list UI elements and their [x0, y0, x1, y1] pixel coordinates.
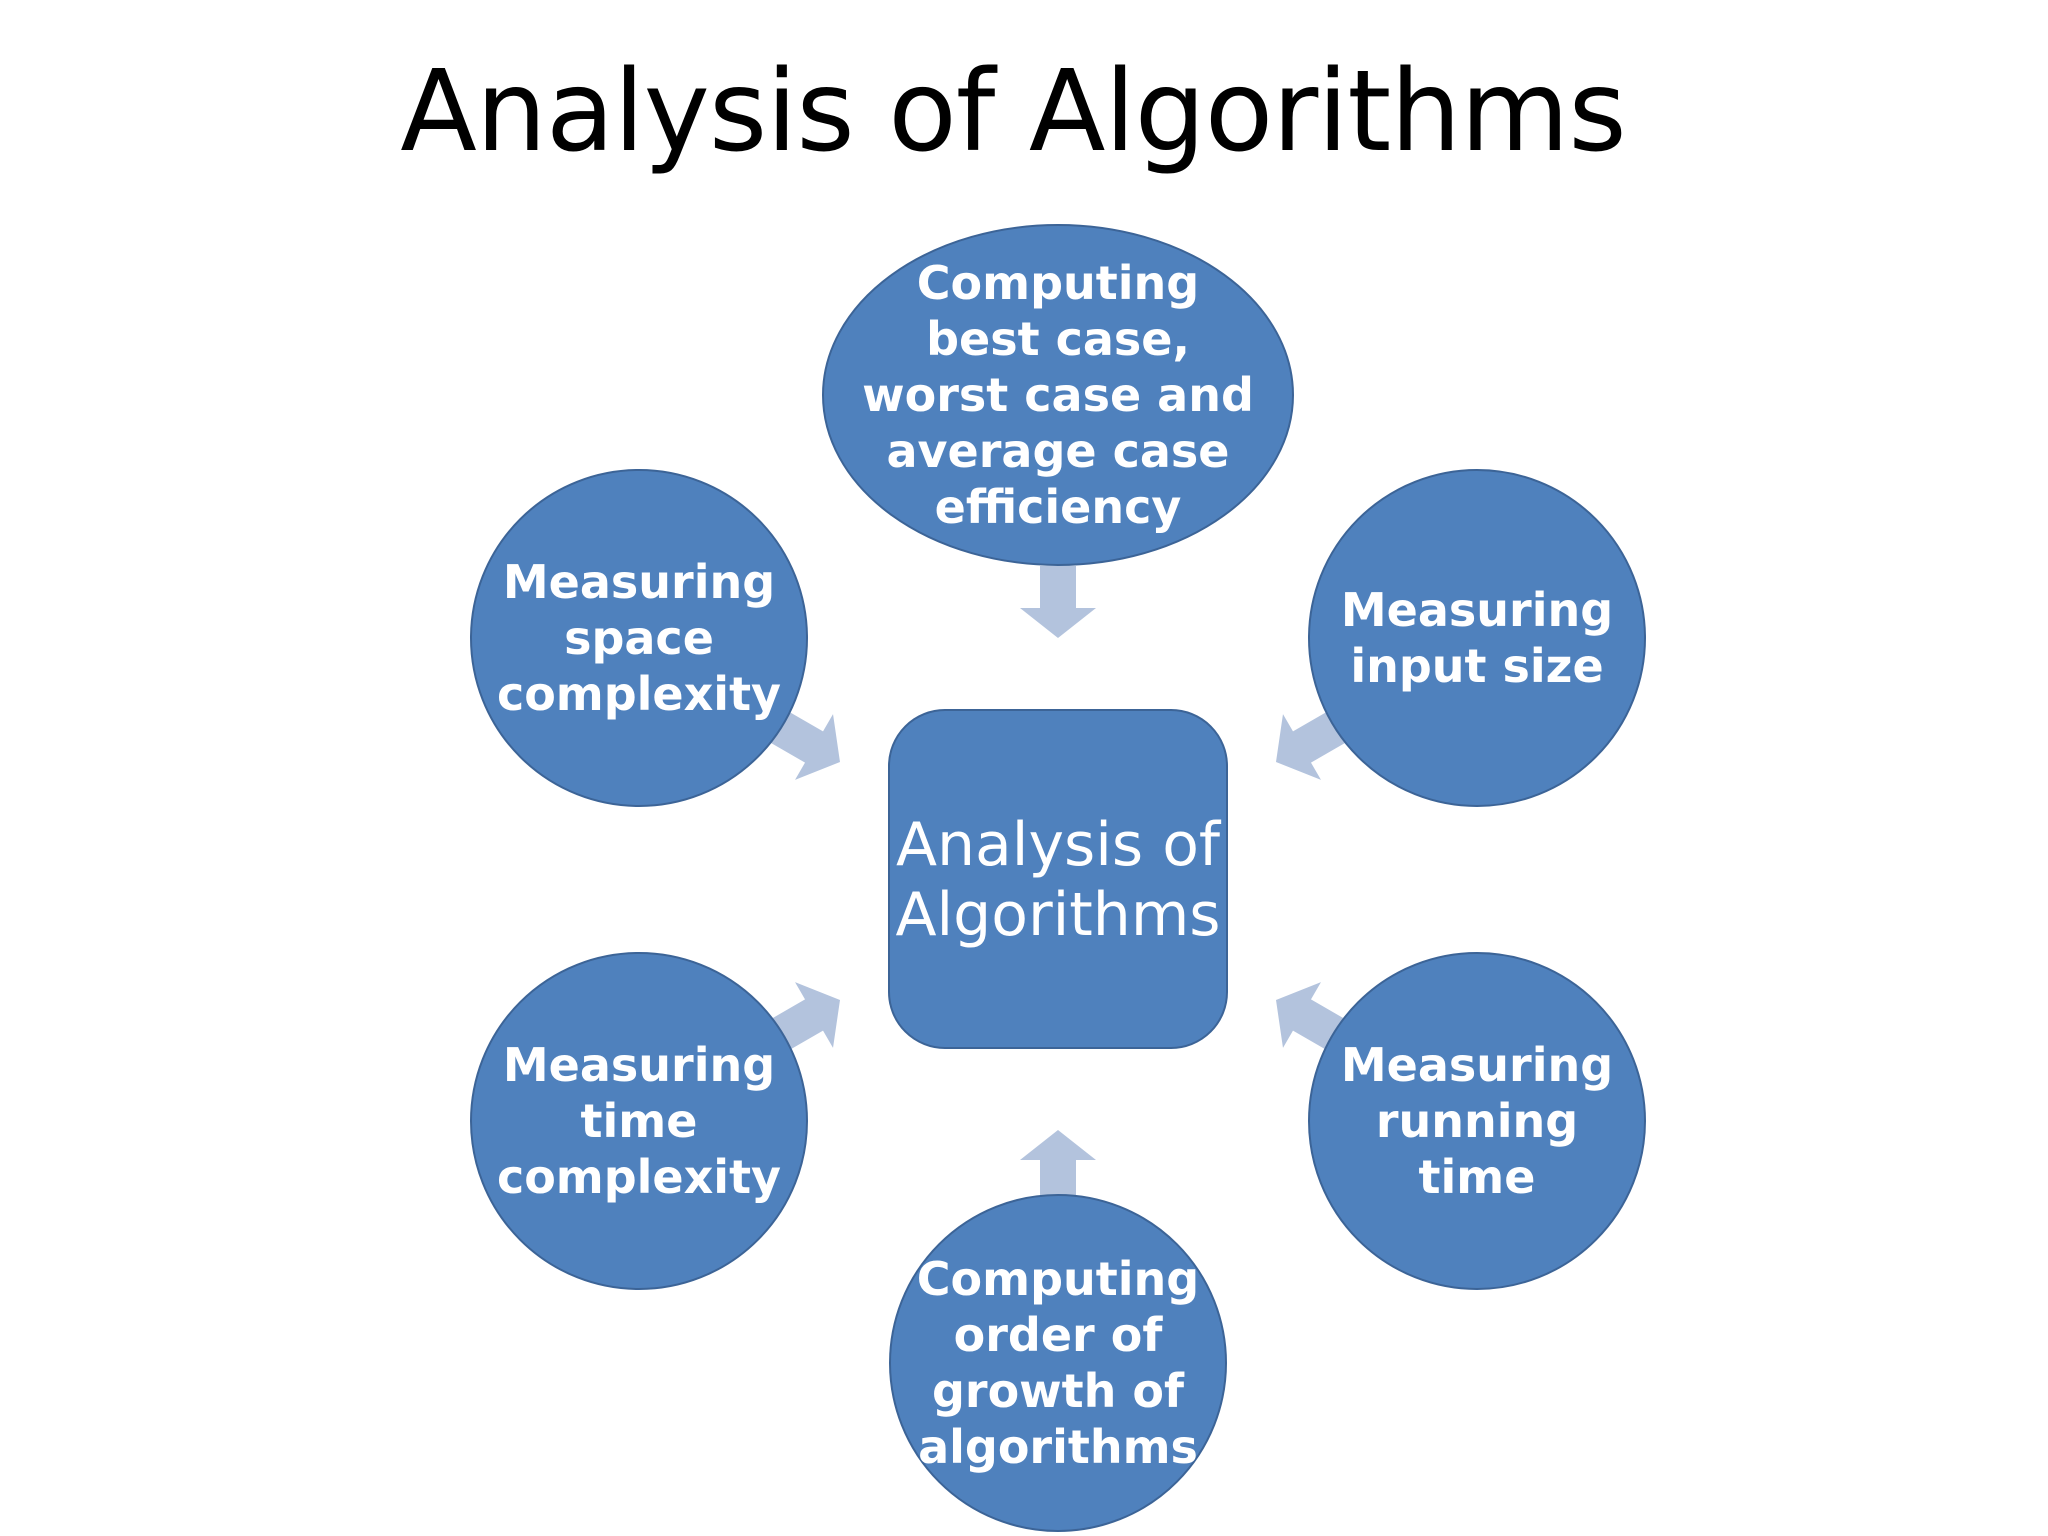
node-running-time-label-line: running [1376, 1094, 1578, 1148]
node-input-size-shape [1308, 469, 1646, 807]
node-best-worst-average-case-label-line: best case, [926, 312, 1190, 366]
arrow-from-top-left [768, 710, 840, 780]
node-input-size-label-line: Measuring [1341, 583, 1613, 637]
node-best-worst-average-case-shape [822, 224, 1294, 566]
arrow-from-top-right [1276, 710, 1348, 780]
node-best-worst-average-case-label-line: efficiency [935, 480, 1182, 534]
slide-title: Analysis of Algorithms [400, 47, 1626, 177]
arrow-from-bottom [1020, 1130, 1096, 1202]
node-input-size-label-line: input size [1350, 639, 1603, 693]
node-running-time-shape [1308, 952, 1646, 1290]
center-node-label-line: Algorithms [895, 880, 1220, 950]
node-best-worst-average-case-label-line: average case [887, 424, 1230, 478]
node-space-complexity-label-line: complexity [497, 667, 781, 721]
node-time-complexity-label-line: time [581, 1094, 698, 1148]
arrow-from-bottom-left [768, 982, 840, 1052]
arrow-from-bottom-right [1276, 982, 1348, 1052]
node-best-worst-average-case-label-line: worst case and [862, 368, 1254, 422]
node-running-time-label-line: Measuring [1341, 1038, 1613, 1092]
arrow-from-top [1020, 566, 1096, 638]
center-node-label-line: Analysis of [896, 810, 1222, 880]
node-order-of-growth-label-line: algorithms [918, 1420, 1198, 1474]
node-running-time-label-line: time [1419, 1150, 1536, 1204]
node-order-of-growth-shape [889, 1194, 1227, 1532]
node-space-complexity-shape [470, 469, 808, 807]
node-order-of-growth-label-line: Computing [917, 1252, 1199, 1306]
node-best-worst-average-case-label-line: Computing [917, 256, 1199, 310]
center-node-box [888, 709, 1228, 1049]
node-order-of-growth-label-line: order of [954, 1308, 1164, 1362]
node-time-complexity-label-line: Measuring [503, 1038, 775, 1092]
node-time-complexity-label-line: complexity [497, 1150, 781, 1204]
node-order-of-growth-label-line: growth of [932, 1364, 1185, 1418]
node-space-complexity-label-line: space [564, 611, 714, 665]
node-space-complexity-label-line: Measuring [503, 555, 775, 609]
node-time-complexity-shape [470, 952, 808, 1290]
